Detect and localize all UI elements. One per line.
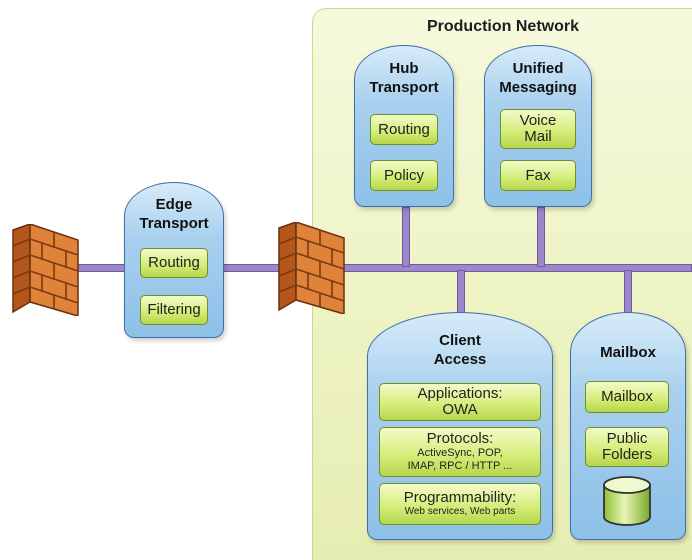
server-title: Edge Transport [125, 195, 223, 233]
role-label: Voice [519, 112, 557, 129]
connector-client-access [457, 270, 465, 315]
policy-role: Policy [370, 160, 438, 191]
brick-wall-firewall-icon [276, 220, 348, 315]
role-label: Protocols: [426, 430, 494, 447]
server-title: Hub Transport [355, 59, 453, 97]
connector-hub [402, 207, 410, 267]
role-label: Mailbox [601, 388, 653, 405]
role-label: Routing [378, 120, 430, 138]
role-label: Applications: [417, 385, 503, 402]
title-line: Client [439, 332, 481, 349]
routing-role: Routing [140, 248, 208, 278]
mailbox-server: Mailbox Mailbox Public Folders [570, 312, 686, 540]
zone-title: Production Network [426, 18, 579, 35]
role-label: Fax [525, 166, 551, 184]
database-cylinder-icon [601, 475, 653, 527]
title-line: Messaging [499, 79, 577, 96]
title-line: Unified [512, 60, 564, 77]
filtering-role: Filtering [140, 295, 208, 325]
role-label: OWA [442, 401, 478, 418]
fax-role: Fax [500, 160, 576, 191]
role-label: Policy [383, 166, 424, 184]
role-label: Programmability: [403, 489, 517, 506]
server-title: Client Access [368, 331, 552, 369]
server-title: Mailbox [600, 344, 656, 361]
connector-backbone [330, 264, 692, 272]
role-label: Public [606, 430, 648, 447]
routing-role: Routing [370, 114, 438, 145]
connector-unified-messaging [537, 207, 545, 267]
connector-mailbox [624, 270, 632, 315]
title-line: Transport [369, 79, 439, 96]
title-line: Access [433, 351, 487, 368]
public-folders-role: Public Folders [585, 427, 669, 467]
role-label: Filtering [147, 301, 201, 318]
edge-transport-server: Edge Transport Routing Filtering [124, 182, 224, 338]
unified-messaging-server: Unified Messaging Voice Mail Fax [484, 45, 592, 207]
role-label: IMAP, RPC / HTTP ... [407, 460, 513, 472]
hub-transport-server: Hub Transport Routing Policy [354, 45, 454, 207]
applications-role: Applications: OWA [379, 383, 541, 421]
protocols-role: Protocols: ActiveSync, POP, IMAP, RPC / … [379, 427, 541, 477]
title-line: Transport [139, 215, 209, 232]
voice-mail-role: Voice Mail [500, 109, 576, 149]
programmability-role: Programmability: Web services, Web parts [379, 483, 541, 525]
server-title: Unified Messaging [485, 59, 591, 97]
role-label: Folders [601, 446, 653, 463]
client-access-server: Client Access Applications: OWA Protocol… [367, 312, 553, 540]
brick-wall-firewall-icon [10, 222, 82, 317]
role-label: Routing [148, 254, 200, 271]
role-label: ActiveSync, POP, [417, 447, 503, 459]
title-line: Edge [155, 196, 193, 213]
title-line: Hub [389, 60, 419, 77]
role-label: Web services, Web parts [404, 506, 516, 517]
mailbox-role: Mailbox [585, 381, 669, 413]
role-label: Mail [524, 128, 552, 145]
